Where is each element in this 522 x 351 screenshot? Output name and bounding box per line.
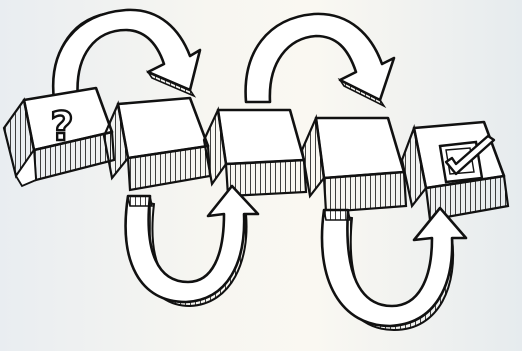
- step-block-2: [104, 98, 210, 190]
- arrow-step-2-to-step-3: [126, 186, 258, 306]
- question-mark-symbol: ?: [50, 104, 73, 150]
- arrow-step-3-to-step-4: [246, 14, 394, 106]
- arrow-step-4-to-finish: [322, 208, 466, 330]
- step-block-4: [302, 118, 406, 212]
- step-block-finish: [402, 122, 508, 220]
- arrow-start-to-step-2: [53, 10, 200, 100]
- step-block-3: [204, 110, 306, 196]
- step-block-start: ?: [4, 88, 114, 186]
